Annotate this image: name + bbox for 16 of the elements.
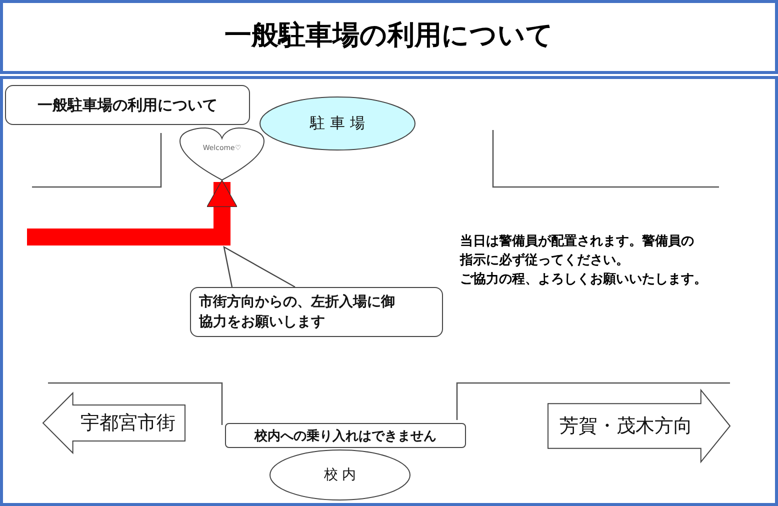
leader-line <box>223 246 296 288</box>
node-label: 校 内 <box>324 466 356 484</box>
node-label: 一般駐車場の利用について <box>38 96 218 114</box>
node-label: 駐 車 場 <box>310 114 365 133</box>
node-label: 芳賀・茂木方向 <box>560 414 692 439</box>
route-arrow <box>27 180 238 246</box>
heading-box <box>225 423 466 448</box>
callout-box <box>190 287 443 337</box>
notice-text: 指示に必ず従ってください。 <box>460 252 629 269</box>
notice-text: 当日は警備員が配置されます。警備員の <box>460 233 694 250</box>
node-label: 市街方向からの、左折入場に御協力をお願いします <box>199 292 396 332</box>
heading-box <box>5 85 250 125</box>
notice-text: ご協力の程、よろしくお願いいたします。 <box>460 271 707 288</box>
node-label: 校内への乗り入れはできません <box>254 428 436 444</box>
node-label: 宇都宮市街 <box>80 411 176 436</box>
page-title: 一般駐車場の利用について <box>224 19 554 53</box>
